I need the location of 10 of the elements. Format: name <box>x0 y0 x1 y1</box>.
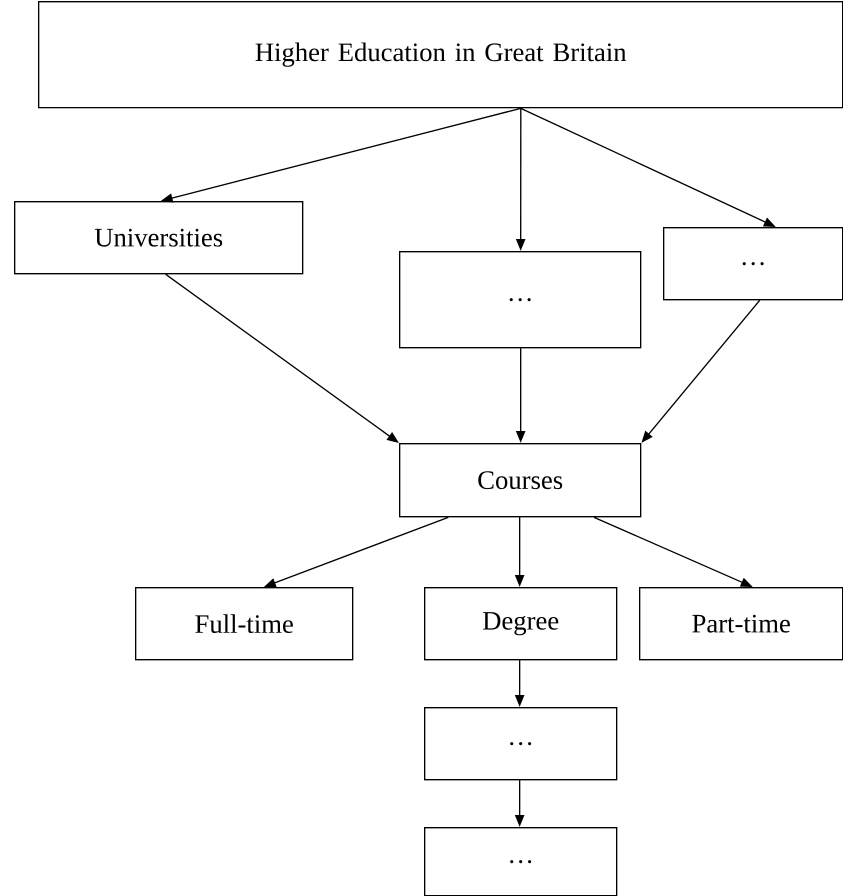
process-box: Part-time <box>639 587 843 660</box>
process-box: Universities <box>14 201 304 274</box>
process-box: Degree <box>424 587 618 660</box>
process-box: … <box>663 227 843 300</box>
process-box: Higher Education in Great Britain <box>38 1 843 108</box>
process-box: … <box>424 827 618 896</box>
process-box: … <box>424 707 618 780</box>
process-box: Courses <box>399 443 642 518</box>
process-box: … <box>399 251 642 348</box>
process-box: Full-time <box>135 587 354 660</box>
